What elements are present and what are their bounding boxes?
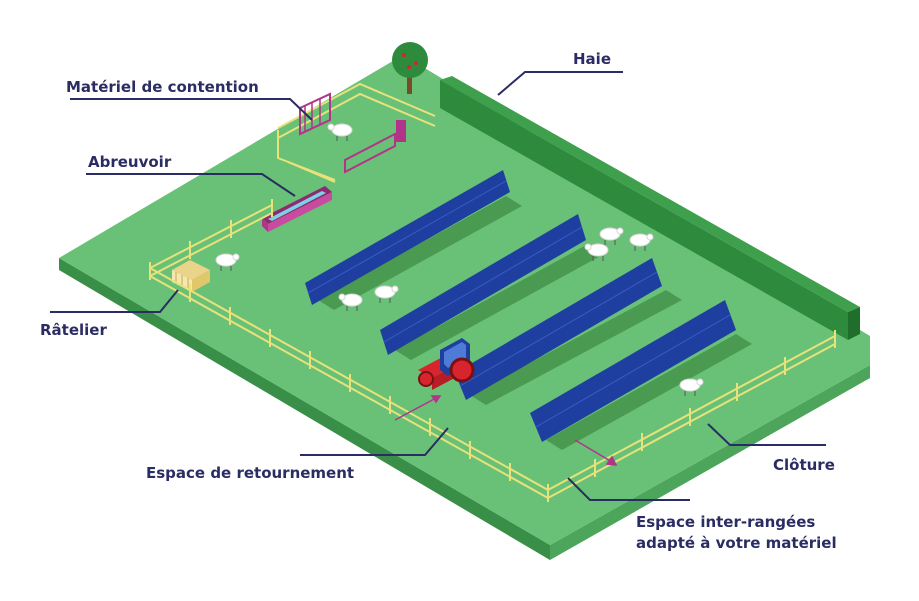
sheep-group [215,123,704,396]
leader-lines [50,71,826,501]
fence-rail-back-upper [149,204,273,269]
leader-line-abreuvoir [86,173,296,197]
contention-post [396,120,406,142]
fence-rail-back-lower [149,212,273,277]
tractor-wheel-front [418,371,434,387]
label-haie: Haie [573,50,611,68]
fence-posts [149,199,836,502]
leader-line-contention [70,98,313,121]
sheep [629,233,654,251]
solar-row-1 [305,170,522,310]
field-front-side [59,258,550,560]
sheep [679,378,704,396]
leader-line-retournement [300,427,449,456]
interrow-arrow [574,439,618,466]
contention-gates [299,92,406,174]
label-cloture: Clôture [773,456,835,474]
sheep [327,123,353,141]
solar-row-2 [380,214,604,360]
solar-row-4 [530,300,752,450]
contention-gate-1 [299,92,331,136]
field-right-side [550,365,870,560]
hedge-end [848,307,860,340]
label-abreuvoir: Abreuvoir [88,153,172,171]
label-contention: Matériel de contention [66,78,259,96]
label-ratelier: Râtelier [40,321,107,339]
sheep [599,227,624,245]
hay-rack [172,260,210,292]
label-interrangees-line1: Espace inter-rangées [636,513,815,531]
tractor-wheel-rear [449,357,475,383]
hedge-front [440,80,848,340]
leader-line-haie [497,71,623,96]
water-trough [262,186,332,232]
sheep [374,285,399,303]
sheep [584,243,609,261]
hedge-top [440,76,860,312]
label-interrangees-line2: adapté à votre matériel [636,534,837,552]
contention-gate-2 [344,132,396,174]
hedge [440,76,860,340]
sheep [215,253,240,271]
tree-foliage [392,42,428,78]
solar-rows [305,170,752,450]
leader-line-cloture [707,423,826,446]
tree [392,42,428,94]
label-retournement: Espace de retournement [146,464,354,482]
tractor [418,338,475,390]
turning-arrow [394,395,442,421]
leader-line-ratelier [50,289,179,313]
sheep [338,293,363,311]
leader-line-interrangees [567,477,690,501]
solar-row-3 [455,258,682,405]
labels: Haie Matériel de contention Abreuvoir Râ… [40,50,837,552]
